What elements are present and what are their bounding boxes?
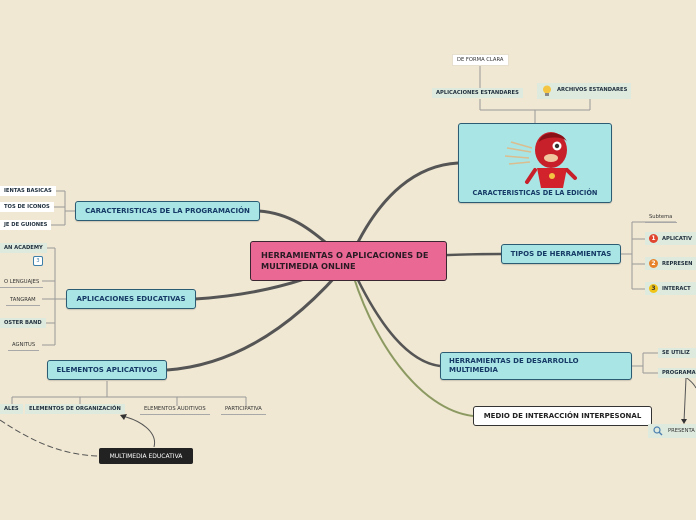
topic-desarrollo[interactable]: HERRAMIENTAS DE DESARROLLO MULTIMEDIA bbox=[440, 352, 632, 380]
topic-aplicaciones-educativas-label: APLICACIONES EDUCATIVAS bbox=[76, 295, 186, 303]
connector-desarrollo bbox=[347, 260, 441, 368]
topic-tipos-label: TIPOS DE HERRAMIENTAS bbox=[510, 250, 612, 258]
programacion-item-3[interactable]: JE DE GUIONES bbox=[0, 220, 52, 230]
educativas-item-2[interactable]: O LENGUAJES bbox=[0, 277, 44, 288]
elementos-item-2[interactable]: ELEMENTOS DE ORGANIZACIÓN bbox=[25, 404, 125, 414]
tipos-item-3-label: INTERACT bbox=[662, 286, 691, 292]
central-topic-label: HERRAMIENTAS O APLICACIONES DE MULTIMEDI… bbox=[261, 250, 429, 271]
interaccion-item-1[interactable]: PRESENTA bbox=[648, 424, 696, 438]
topic-tipos[interactable]: TIPOS DE HERRAMIENTAS bbox=[501, 244, 621, 264]
lightbulb-icon bbox=[543, 85, 551, 96]
topic-desarrollo-label: HERRAMIENTAS DE DESARROLLO MULTIMEDIA bbox=[449, 357, 579, 374]
topic-edicion[interactable]: CARACTERISTICAS DE LA EDICIÓN bbox=[458, 123, 612, 203]
central-topic[interactable]: HERRAMIENTAS O APLICACIONES DE MULTIMEDI… bbox=[250, 241, 447, 281]
topic-interaccion-label: MEDIO DE INTERACCIÓN INTERPESONAL bbox=[483, 412, 642, 420]
connector-edicion bbox=[347, 161, 459, 262]
number-badge-1: 1 bbox=[649, 234, 658, 243]
desarrollo-item-1[interactable]: SE UTILIZ bbox=[658, 348, 696, 358]
edicion-item-aplicaciones-estandares[interactable]: APLICACIONES ESTANDARES bbox=[432, 88, 523, 98]
topic-elementos-aplicativos-label: ELEMENTOS APLICATIVOS bbox=[56, 366, 158, 374]
tipos-item-2-label: REPRESEN bbox=[662, 261, 693, 267]
programacion-item-1[interactable]: IENTAS BASICAS bbox=[0, 186, 56, 196]
tipos-subtema[interactable]: Subtema bbox=[645, 212, 677, 223]
elementos-item-4[interactable]: PARTICIPATIVA bbox=[221, 404, 266, 415]
search-icon bbox=[653, 426, 663, 436]
edicion-item-archivos-estandares[interactable]: ARCHIVOS ESTANDARES bbox=[537, 83, 632, 99]
topic-elementos-aplicativos[interactable]: ELEMENTOS APLICATIVOS bbox=[47, 360, 167, 380]
topic-edicion-label: CARACTERISTICAS DE LA EDICIÓN bbox=[472, 189, 598, 197]
connector-elementos bbox=[166, 260, 351, 372]
desarrollo-item-2[interactable]: PROGRAMA bbox=[658, 368, 696, 378]
character-illustration bbox=[505, 132, 577, 188]
topic-programacion-label: CARACTERISTICAS DE LA PROGRAMACIÓN bbox=[85, 207, 250, 215]
educativas-item-3[interactable]: TANGRAM bbox=[6, 295, 40, 306]
multimedia-educativa-node[interactable]: MULTIMEDIA EDUCATIVA bbox=[99, 448, 193, 464]
connector-interaccion bbox=[348, 260, 474, 417]
topic-programacion[interactable]: CARACTERISTICAS DE LA PROGRAMACIÓN bbox=[75, 201, 260, 221]
tipos-item-1[interactable]: 1 APLICATIV bbox=[645, 232, 696, 245]
multimedia-educativa-label: MULTIMEDIA EDUCATIVA bbox=[109, 452, 183, 460]
topic-aplicaciones-educativas[interactable]: APLICACIONES EDUCATIVAS bbox=[66, 289, 196, 309]
archivos-estandares-label: ARCHIVOS ESTANDARES bbox=[557, 87, 628, 93]
educativas-item-4[interactable]: OSTER BAND bbox=[0, 318, 46, 328]
topic-interaccion[interactable]: MEDIO DE INTERACCIÓN INTERPESONAL bbox=[473, 406, 652, 426]
programacion-item-2[interactable]: TOS DE ICONOS bbox=[0, 202, 54, 212]
interaccion-item-1-label: PRESENTA bbox=[668, 428, 695, 434]
educativas-badge[interactable]: 3 bbox=[33, 256, 43, 266]
tipos-item-2[interactable]: 2 REPRESEN bbox=[645, 257, 696, 270]
elementos-item-1[interactable]: ALES bbox=[0, 404, 23, 414]
number-badge-3: 3 bbox=[649, 284, 658, 293]
educativas-item-1[interactable]: AN ACADEMY bbox=[0, 243, 47, 253]
elementos-item-3[interactable]: ELEMENTOS AUDITIVOS bbox=[140, 404, 210, 415]
tipos-item-1-label: APLICATIV bbox=[662, 236, 692, 242]
number-badge-2: 2 bbox=[649, 259, 658, 268]
tipos-item-3[interactable]: 3 INTERACT bbox=[645, 282, 696, 295]
edicion-item-de-forma-clara[interactable]: DE FORMA CLARA bbox=[452, 54, 509, 66]
educativas-item-5[interactable]: AGNITUS bbox=[8, 340, 40, 351]
